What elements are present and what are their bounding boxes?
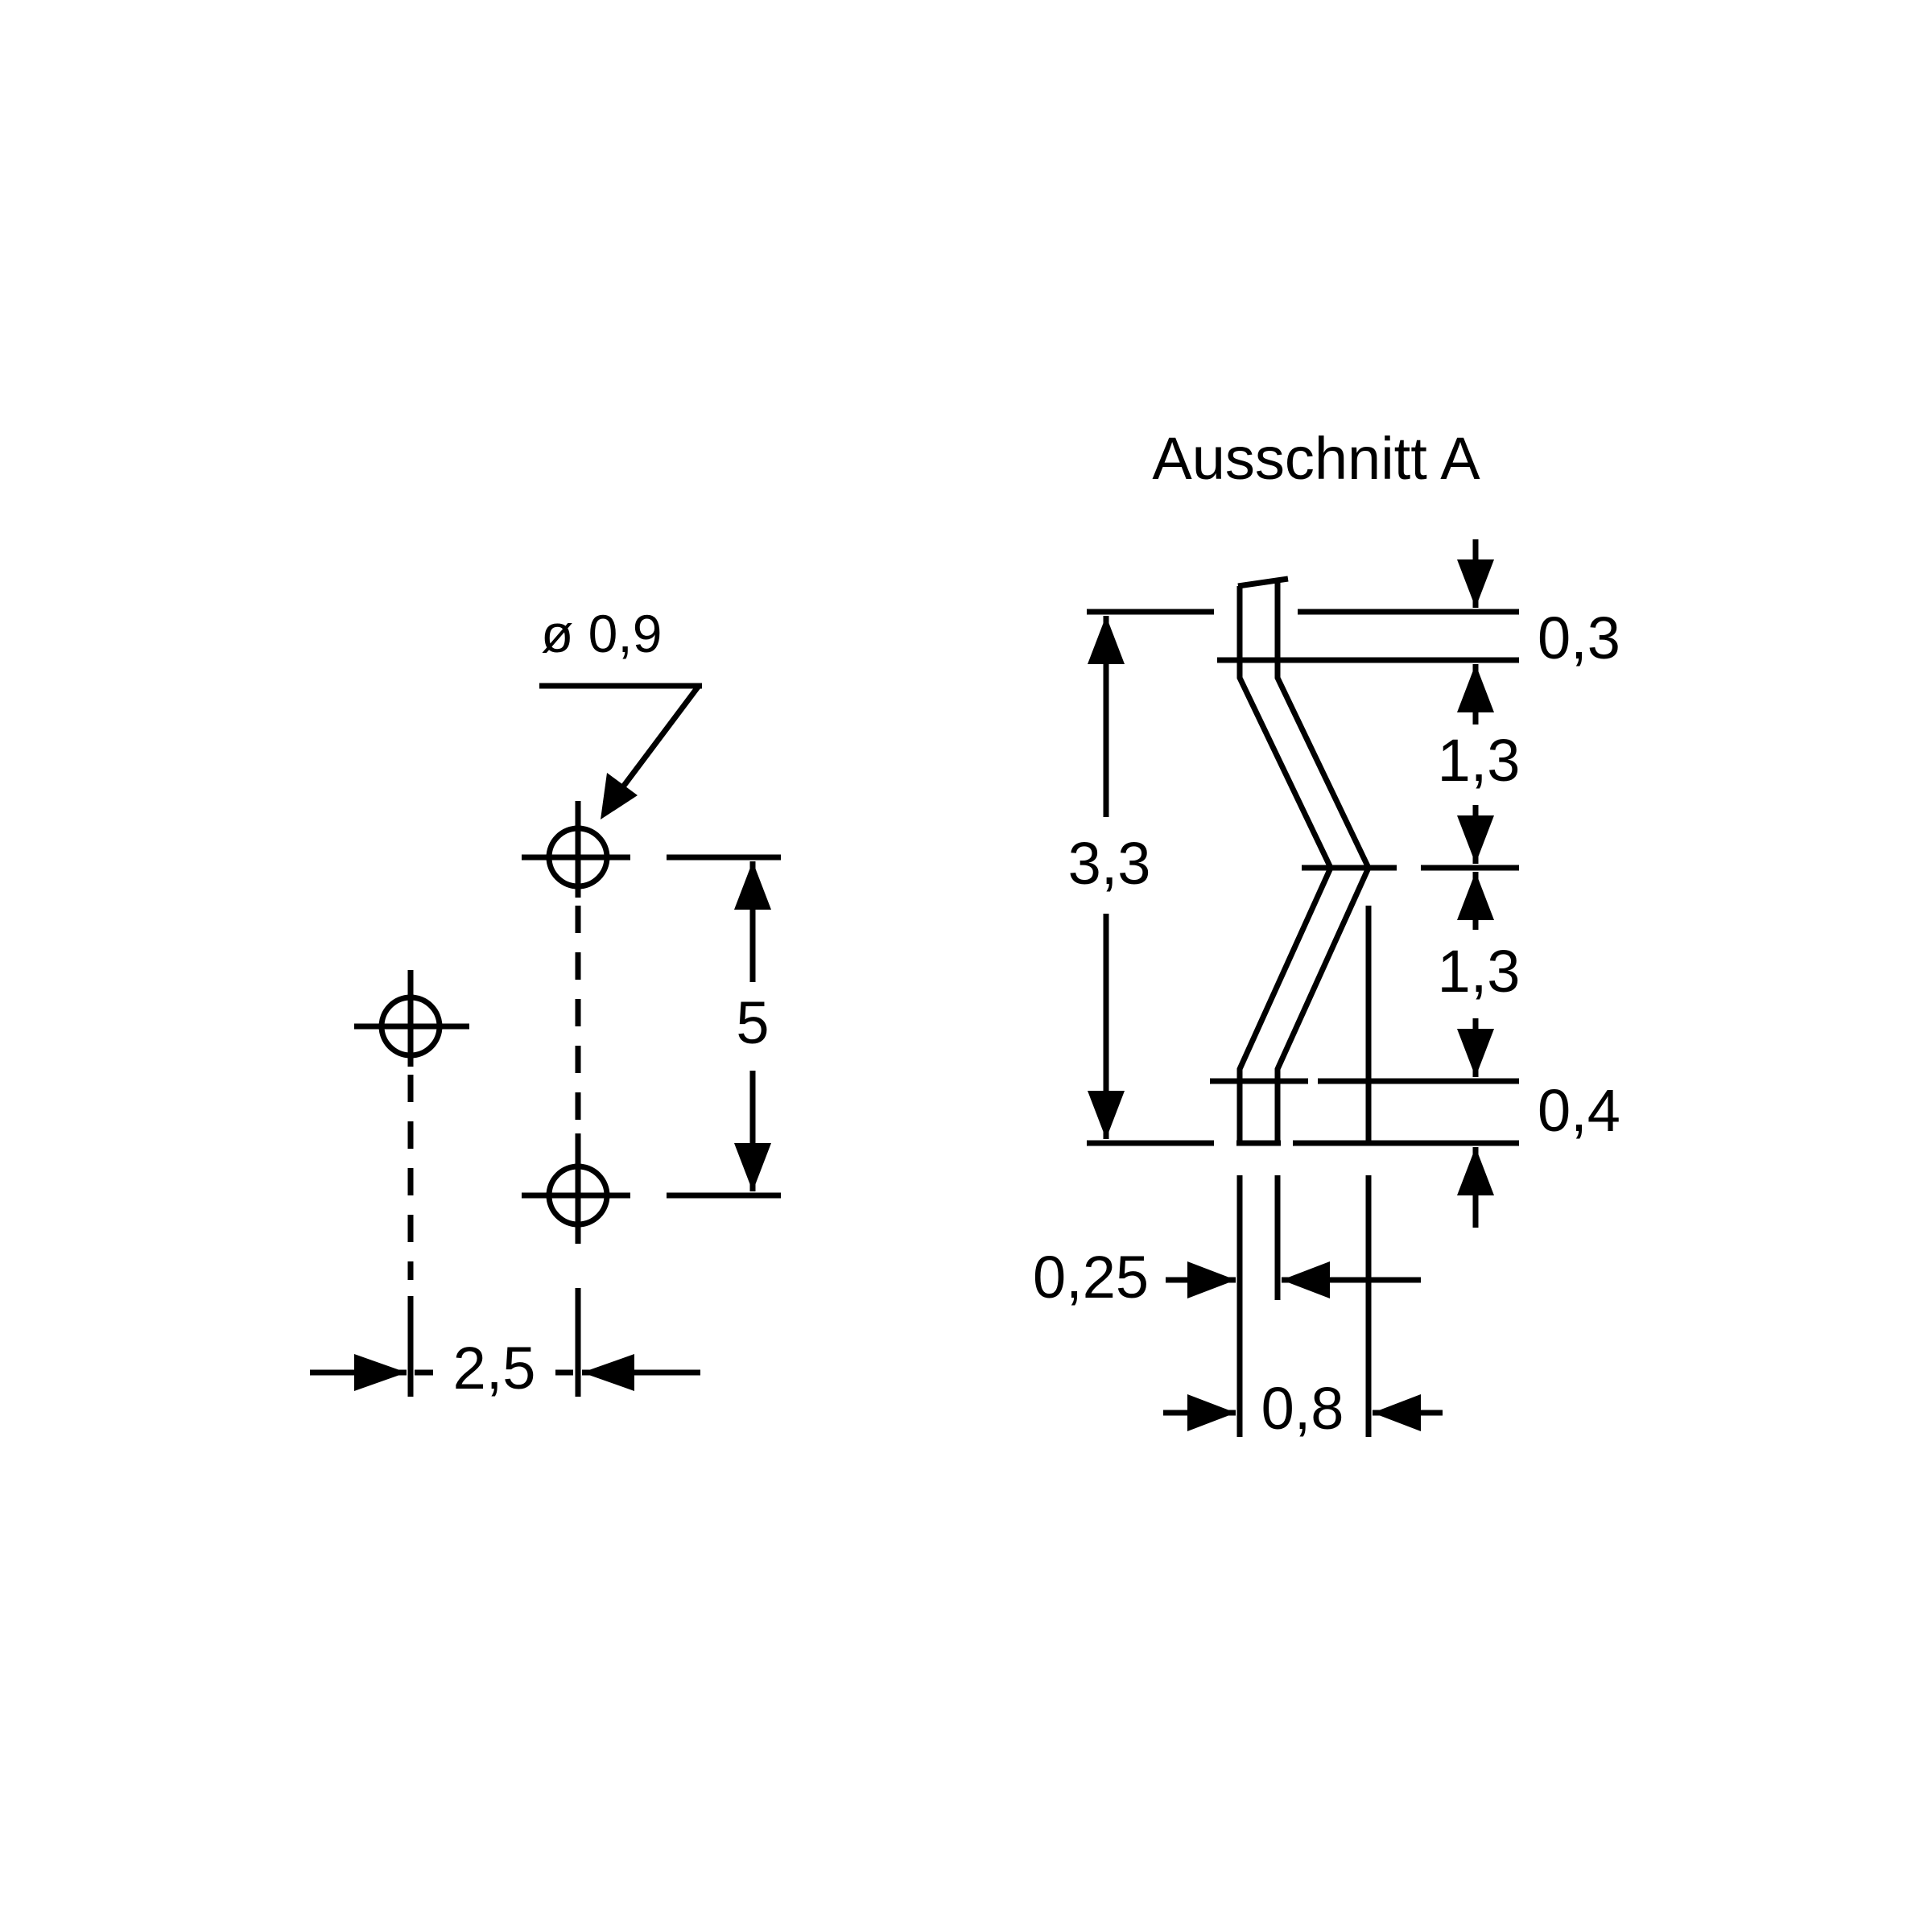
hole-top <box>522 801 630 898</box>
detail-title: Ausschnitt A <box>1152 425 1480 492</box>
hole-left <box>354 970 469 1067</box>
hole-bottom <box>522 1133 630 1244</box>
offset-width-label: 0,8 <box>1261 1375 1344 1442</box>
upper-segment-label: 1,3 <box>1438 727 1521 794</box>
dimension-vertical-pitch <box>667 854 781 1199</box>
dimension-lower-segment <box>1457 872 1494 1077</box>
top-thickness-label: 0,3 <box>1538 605 1620 671</box>
bottom-thickness-label: 0,4 <box>1538 1077 1620 1144</box>
dimension-bottom-thickness <box>1457 1147 1494 1228</box>
dimension-top-thickness <box>1457 539 1494 608</box>
hole-pattern-view: ø 0,9 5 2,5 <box>310 604 781 1402</box>
hole-diameter-label: ø 0,9 <box>541 604 662 663</box>
bent-wire-outline <box>1236 576 1372 1146</box>
dimension-upper-segment <box>1457 664 1494 864</box>
vertical-extension-lines <box>1236 906 1372 1437</box>
extension-lines <box>1087 609 1519 1146</box>
wire-width-label: 0,25 <box>1033 1244 1149 1311</box>
dimension-wire-width <box>1166 1261 1421 1298</box>
detail-view: Ausschnitt A <box>1033 425 1620 1442</box>
total-height-label: 3,3 <box>1068 830 1151 897</box>
vertical-pitch-label: 5 <box>736 989 769 1056</box>
dimension-horizontal-pitch <box>310 1354 700 1391</box>
dimension-offset-width <box>1163 1394 1443 1431</box>
lower-segment-label: 1,3 <box>1438 938 1521 1005</box>
dimension-total-height <box>1088 616 1125 1139</box>
horizontal-pitch-label: 2,5 <box>453 1335 536 1402</box>
diameter-leader <box>539 683 702 819</box>
